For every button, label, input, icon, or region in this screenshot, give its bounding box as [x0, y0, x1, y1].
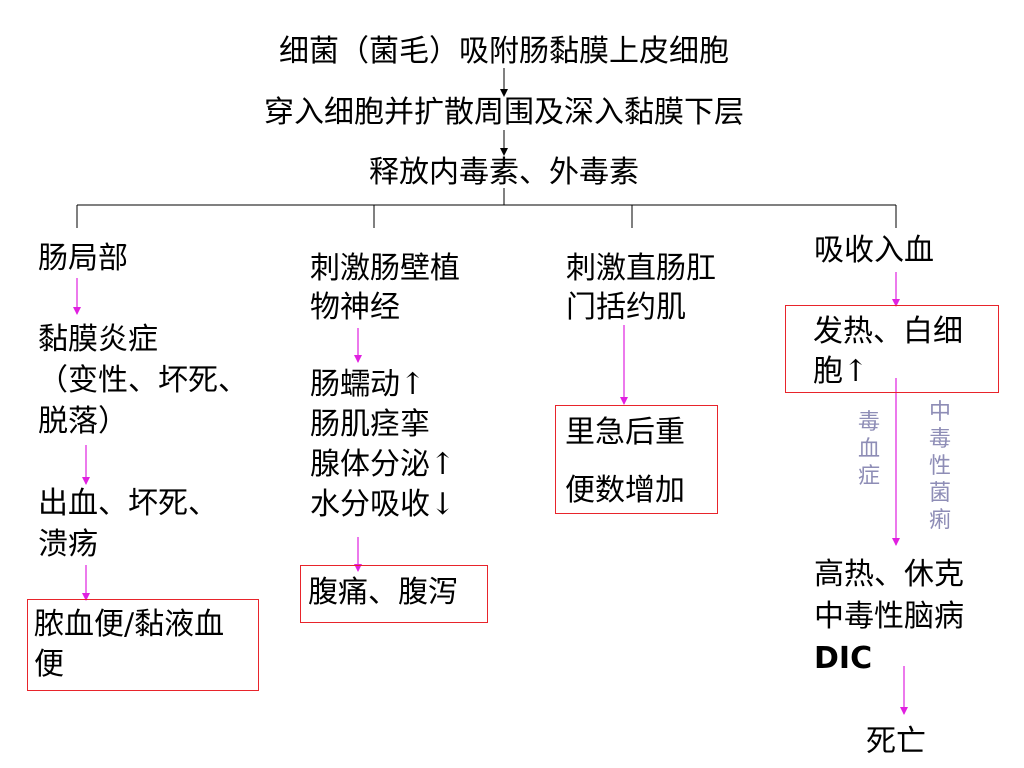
effect-secretion: 腺体分泌↑ — [310, 447, 456, 482]
branch-rectum-head-line1: 刺激直肠肛 — [566, 251, 716, 286]
fever-leukocyte-line1: 发热、白细 — [813, 314, 963, 349]
effect-peristalsis: 肠蠕动↑ — [310, 367, 426, 402]
tenesmus-line1: 里急后重 — [565, 415, 685, 450]
branch-nerve-head-line2: 物神经 — [310, 290, 400, 325]
pus-blood-stool-line2: 便 — [34, 647, 64, 682]
tenesmus-line2: 便数增加 — [565, 473, 685, 508]
branch-rectum-head-line2: 门括约肌 — [566, 290, 686, 325]
branch-local-head: 肠局部 — [38, 241, 128, 276]
mucosa-inflammation-line1: 黏膜炎症 — [38, 322, 158, 357]
bleeding-line2: 溃疡 — [38, 527, 98, 562]
branch-blood-head: 吸收入血 — [814, 233, 934, 268]
branch-nerve-head-line1: 刺激肠壁植 — [310, 251, 460, 286]
tenesmus-box — [555, 405, 718, 514]
toxic-dysentery-label: 中毒性菌痢 — [928, 400, 951, 533]
pain-diarrhea-box — [300, 565, 488, 623]
pain-diarrhea: 腹痛、腹泻 — [308, 575, 458, 610]
effect-spasm: 肠肌痉挛 — [310, 407, 430, 442]
severe-high-fever-shock: 高热、休克 — [814, 557, 964, 592]
step-adhesion: 细菌（菌毛）吸附肠黏膜上皮细胞 — [279, 34, 729, 69]
fever-leukocyte-box — [785, 305, 999, 393]
bleeding-line1: 出血、坏死、 — [38, 486, 218, 521]
step-toxin-release: 释放内毒素、外毒素 — [369, 155, 639, 190]
pus-blood-stool-line1: 脓血便/黏液血 — [34, 607, 225, 642]
mucosa-inflammation-line2: （变性、坏死、 — [38, 363, 248, 398]
mucosa-inflammation-line3: 脱落） — [38, 404, 128, 439]
effect-absorption: 水分吸收↓ — [310, 487, 456, 522]
severe-dic: DIC — [814, 641, 873, 676]
step-invasion: 穿入细胞并扩散周围及深入黏膜下层 — [264, 95, 744, 130]
pus-blood-stool-box — [27, 599, 259, 691]
toxemia-label: 毒血症 — [857, 410, 880, 489]
death: 死亡 — [866, 724, 926, 759]
branch-connector — [76, 188, 897, 228]
severe-toxic-encephalopathy: 中毒性脑病 — [814, 599, 964, 634]
fever-leukocyte-line2: 胞↑ — [813, 354, 869, 389]
